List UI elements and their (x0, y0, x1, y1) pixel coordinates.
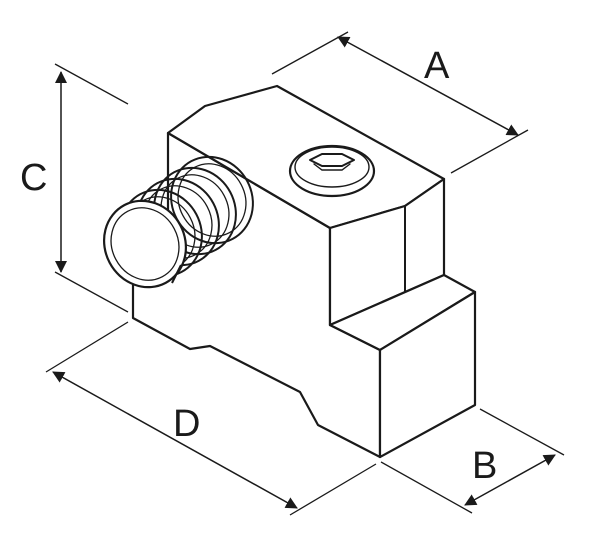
lower-front-face (378, 290, 477, 459)
clamp-body (131, 84, 477, 459)
dimension-label-b: B (472, 445, 497, 487)
dimension-a: A (271, 31, 529, 174)
spring-icon (102, 155, 254, 289)
hex-socket-screw-icon (288, 144, 376, 198)
dimension-c: C (20, 63, 129, 313)
dimension-label-c: C (20, 157, 47, 199)
dimension-b: B (380, 408, 565, 514)
dimension-label-a: A (424, 45, 450, 87)
dimension-label-d: D (173, 403, 200, 445)
upper-front-face (328, 177, 446, 327)
dimension-d: D (45, 321, 377, 516)
